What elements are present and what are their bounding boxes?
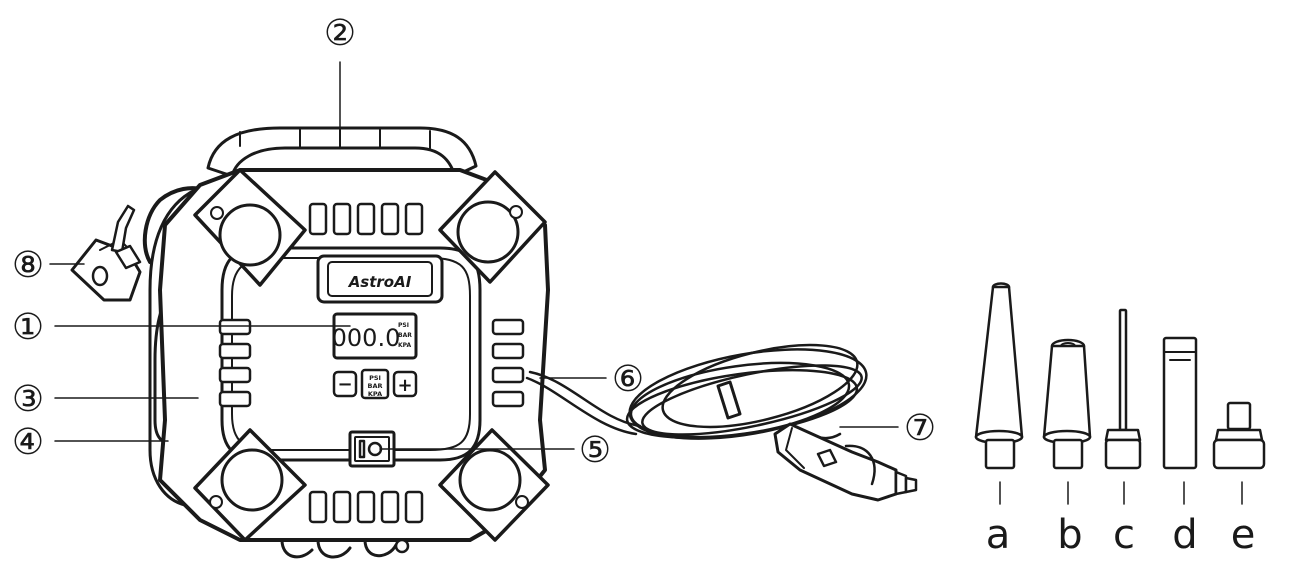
display-reading: 000.0: [332, 324, 401, 352]
top-vents: [308, 202, 424, 236]
callout-8: ⑧: [12, 245, 44, 286]
logo-plate: AstroAI: [316, 254, 444, 304]
display-unit-psi: PSI: [398, 322, 409, 329]
main-body: AstroAI 000.0 PSI BAR KPA − PSI BAR KPA …: [158, 168, 550, 559]
callout-5: ⑤: [579, 430, 611, 471]
feet: [280, 538, 410, 559]
accessory-letter-d: d: [1172, 512, 1197, 558]
minus-button[interactable]: −: [332, 370, 358, 398]
accessory-e-adapter: [1212, 401, 1266, 505]
accessory-b-nozzle: [1042, 338, 1092, 505]
display-unit-kpa: KPA: [398, 342, 411, 349]
callout-2: ②: [324, 13, 356, 54]
accessory-d-adapter: [1162, 336, 1198, 505]
unit-button[interactable]: PSI BAR KPA: [360, 368, 390, 400]
corner-pad-top-left: [193, 168, 307, 287]
accessory-letter-e: e: [1231, 512, 1256, 558]
brand-logo-text: AstroAI: [348, 273, 412, 291]
accessory-a-nozzle: [974, 282, 1024, 505]
cigarette-lighter-plug: [773, 422, 918, 502]
minus-symbol: −: [337, 374, 352, 395]
callout-3: ③: [12, 379, 44, 420]
bottom-vents: [308, 490, 424, 524]
callout-7: ⑦: [904, 408, 936, 449]
display-unit-bar: BAR: [398, 332, 412, 339]
corner-pad-top-right: [438, 170, 547, 284]
digital-display: 000.0 PSI BAR KPA: [332, 312, 418, 360]
air-hose-chuck: [70, 186, 207, 302]
power-cord: [525, 343, 868, 440]
plus-button[interactable]: +: [392, 370, 418, 398]
unit-button-psi: PSI: [369, 374, 381, 382]
accessory-letter-c: c: [1113, 512, 1135, 558]
plus-symbol: +: [397, 375, 412, 396]
callout-6: ⑥: [612, 359, 644, 400]
accessory-letter-a: a: [986, 512, 1011, 558]
callout-4: ④: [12, 422, 44, 463]
leader-lines: [49, 61, 899, 450]
corner-pad-bottom-left: [193, 428, 307, 542]
right-vents: [491, 318, 525, 408]
accessory-letter-b: b: [1057, 512, 1082, 558]
accessory-c-needle: [1104, 308, 1142, 505]
callout-1: ①: [12, 307, 44, 348]
unit-button-kpa: KPA: [368, 390, 382, 398]
unit-button-bar: BAR: [368, 382, 383, 390]
left-vents: [218, 318, 252, 408]
